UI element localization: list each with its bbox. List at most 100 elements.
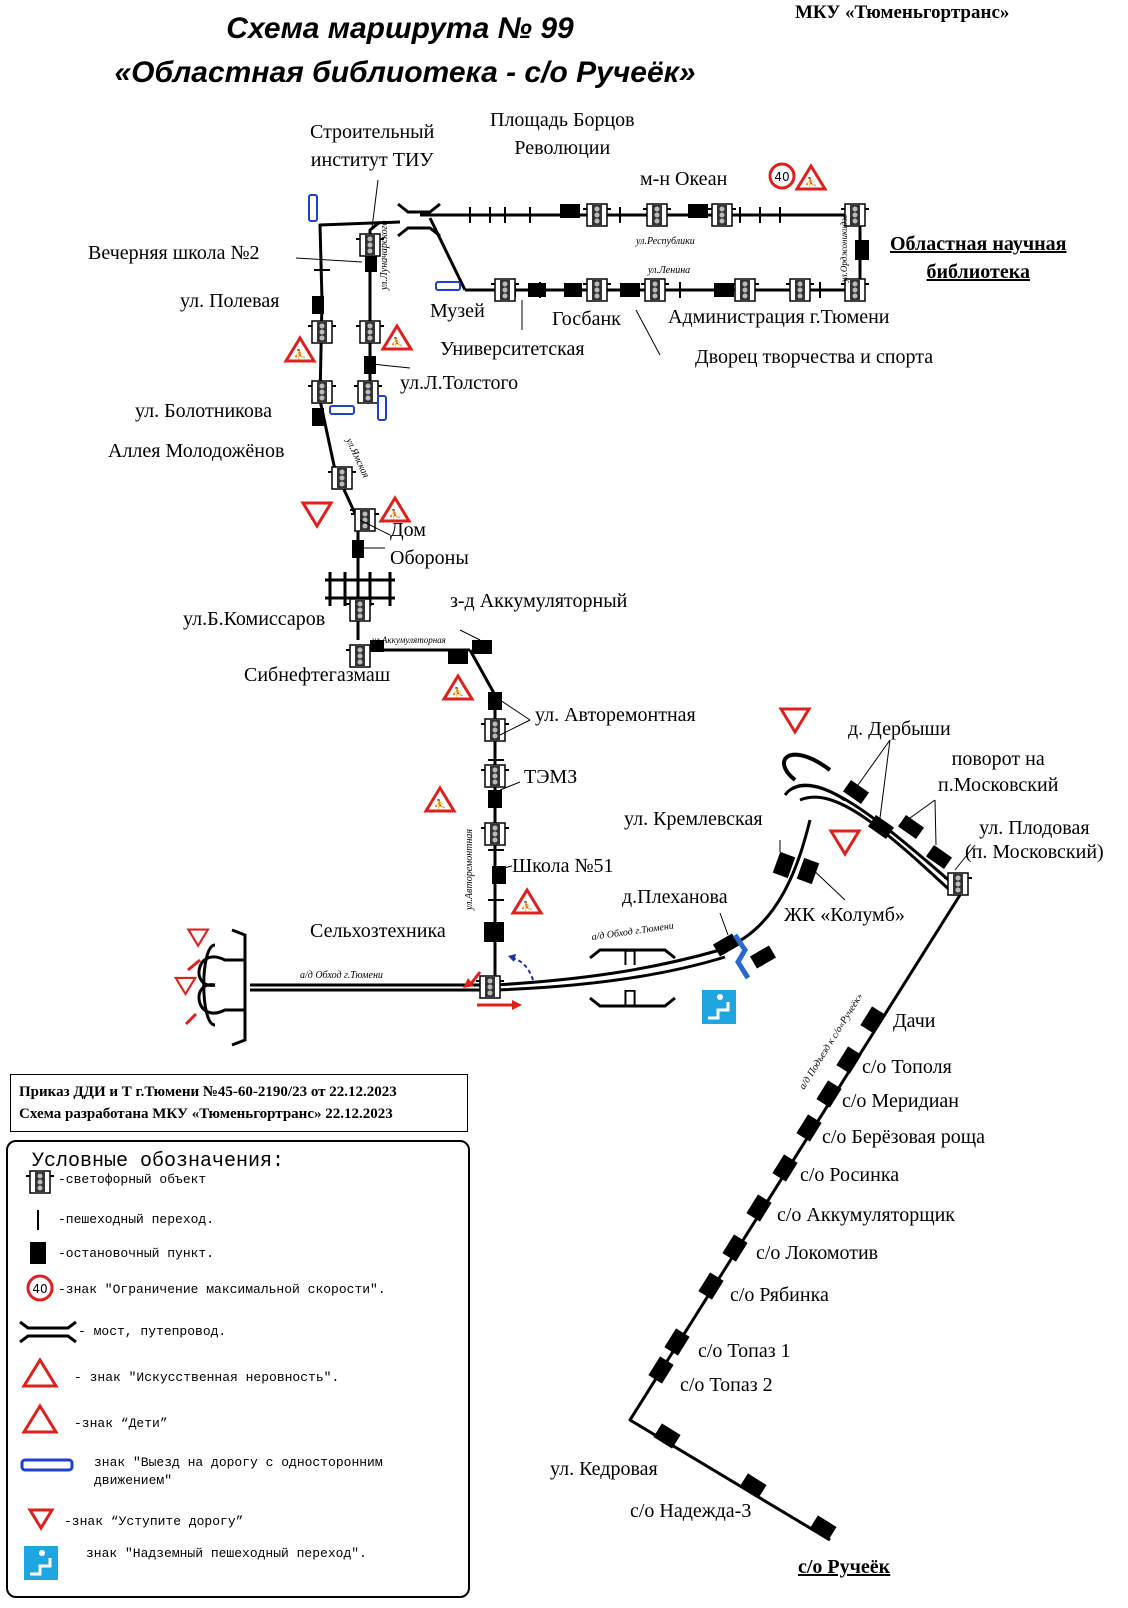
label-avtoremontnaya: ул. Авторемонтная	[535, 704, 696, 726]
label-nadezhda: с/о Надежда-3	[630, 1500, 752, 1522]
traffic-light-icon	[707, 203, 737, 227]
label-selkhoz: Сельхозтехника	[310, 920, 446, 942]
label-kolumb: ЖК «Колумб»	[784, 904, 905, 926]
stop-topolya	[836, 1046, 862, 1074]
traffic-light-icon	[475, 975, 505, 999]
children-sign-icon	[424, 786, 456, 813]
legend-children: -знак “Дети”	[74, 1416, 168, 1431]
stop-povorot	[897, 814, 925, 840]
speed-limit-value: 40	[774, 170, 789, 184]
label-akkumulyatorny: з-д Аккумуляторный	[450, 590, 628, 612]
label-ploshchad: Площадь Борцов Революции	[490, 109, 635, 159]
yield-sign-icon	[174, 976, 197, 996]
label-gosbank: Госбанк	[552, 308, 621, 330]
street-akkumulyatornaya: ул.Аккумуляторная	[371, 635, 446, 645]
label-rucheyok: с/о Ручеёк	[798, 1556, 891, 1578]
stop-povorot2	[925, 844, 953, 870]
label-shkola51: Школа №51	[512, 855, 614, 877]
stop-plekhanova	[712, 933, 740, 957]
label-dvorets: Дворец творчества и спорта	[695, 346, 934, 368]
legend-traffic-light: -светофорный объект	[58, 1172, 207, 1187]
legend-box: Условные обозначения: 40 -светофорный об…	[6, 1140, 470, 1598]
stop-dom-oborony	[352, 540, 364, 558]
label-ryabinka: с/о Рябинка	[730, 1284, 829, 1306]
stop-meridian	[816, 1080, 842, 1108]
label-derbyshi: д. Дербыши	[848, 718, 951, 740]
one-way-sign-icon	[377, 395, 387, 421]
stop-vechernyaya	[365, 254, 377, 272]
street-ordzhonikidze: ул.Орджоникидзе	[839, 214, 849, 283]
traffic-light-icon	[307, 380, 337, 404]
label-komissarov: ул.Б.Комиссаров	[183, 608, 326, 630]
street-obhod-1: а/д Обход г.Тюмени	[300, 970, 383, 981]
traffic-light-icon	[730, 278, 760, 302]
street-avtoremontnaya: ул.Авторемонтная	[464, 829, 475, 911]
label-topaz1: с/о Топаз 1	[698, 1340, 791, 1362]
order-line2: Схема разработана МКУ «Тюменьгортранс» 2…	[19, 1106, 393, 1122]
traffic-light-icon	[355, 320, 385, 344]
label-administratsiya: Администрация г.Тюмени	[668, 306, 890, 328]
label-povorot: поворот на п.Московский	[938, 748, 1059, 796]
label-meridian: с/о Меридиан	[842, 1090, 959, 1112]
street-lenina: ул.Ленина	[647, 265, 690, 276]
label-okean: м-н Океан	[640, 168, 728, 190]
stop-rucheyok	[809, 1515, 837, 1541]
stop-plekhanova2	[749, 945, 777, 969]
speed-limit-icon: 40	[768, 162, 796, 190]
stop-bolotnikova	[312, 408, 324, 426]
street-lunacharskogo: ул.Луначарского	[379, 221, 390, 291]
yield-sign-icon	[187, 928, 209, 947]
label-berezovaya: с/о Берёзовая роща	[822, 1126, 985, 1148]
legend-one-way: знак "Выезд на дорогу с односторонним дв…	[94, 1455, 383, 1488]
bridge-glyph-top: П	[622, 946, 637, 970]
yield-sign-icon	[301, 501, 333, 528]
children-sign-icon	[381, 324, 413, 351]
label-topaz2: с/о Топаз 2	[680, 1374, 773, 1396]
bump-sign-icon	[284, 336, 316, 363]
label-topolya: с/о Тополя	[862, 1056, 952, 1078]
stop-berezovaya	[796, 1114, 822, 1142]
label-vechernyaya: Вечерняя школа №2	[88, 242, 260, 264]
stop-derbyshi2	[867, 814, 895, 840]
traffic-light-icon	[785, 278, 815, 302]
stop-topaz2	[648, 1356, 674, 1384]
one-way-sign-icon	[435, 281, 461, 291]
stop-tolstogo	[364, 356, 376, 374]
stop-sibneft	[448, 650, 468, 664]
stop-akkumulyatorshchik	[746, 1194, 772, 1222]
label-polevaya: ул. Полевая	[180, 290, 280, 312]
stop-okean	[688, 204, 708, 218]
street-obhod-2: а/д Обход г.Тюмени	[591, 921, 675, 943]
label-plekhanova: д.Плеханова	[622, 886, 728, 908]
stop-ploshchad	[560, 204, 580, 218]
stop-icon	[30, 1242, 46, 1264]
children-icon	[21, 1403, 59, 1434]
stop-shkola51	[492, 866, 506, 884]
label-stroitelny: Строительный институт ТИУ	[310, 121, 435, 171]
stop-rosinka	[772, 1154, 798, 1182]
traffic-light-icon	[480, 822, 510, 846]
legend-crossing: -пешеходный переход.	[58, 1212, 215, 1227]
stop-polevaya	[312, 296, 324, 314]
stop-nadezhda	[739, 1473, 767, 1499]
stop-universitetskaya	[528, 283, 546, 297]
label-oblastnaya: Областная научная библиотека	[890, 233, 1067, 283]
label-akkumulyatorshchik: с/о Аккумуляторщик	[777, 1204, 956, 1226]
label-universitetskaya: Университетская	[440, 338, 585, 360]
order-line1: Приказ ДДИ и Т г.Тюмени №45-60-2190/23 о…	[19, 1084, 397, 1100]
children-sign-icon	[795, 164, 827, 191]
stop-selkhoz	[484, 922, 504, 942]
traffic-light-icon	[480, 764, 510, 788]
legend-bump: - знак "Искусственная неровность".	[74, 1370, 340, 1385]
children-sign-icon	[511, 888, 543, 915]
label-dom-oborony: Дом Обороны	[390, 519, 469, 569]
bridge-icon	[19, 1320, 77, 1330]
label-sibneft: Сибнефтегазмаш	[244, 664, 391, 686]
stop-kedrovaya	[653, 1423, 681, 1449]
traffic-light-icon	[25, 1170, 55, 1194]
label-plodovaya: ул. Плодовая (п. Московский)	[965, 817, 1104, 863]
one-way-sign-icon	[329, 405, 355, 415]
stop-kremlevskaya	[772, 851, 796, 879]
pedestrian-overpass-icon	[702, 933, 751, 1024]
